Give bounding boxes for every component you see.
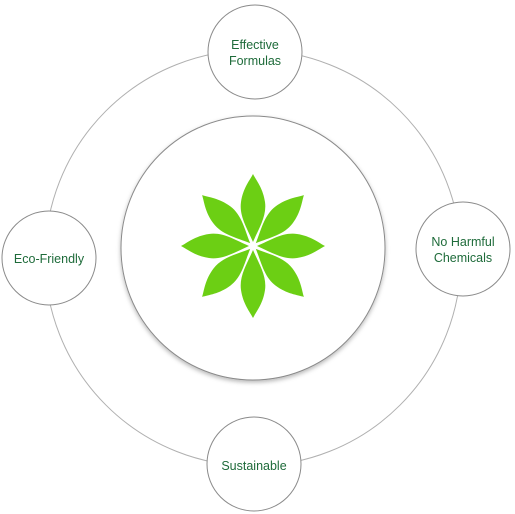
- flower-leaf-icon: [181, 174, 325, 318]
- node-circle: [1, 210, 97, 306]
- leaf-gap: [246, 232, 254, 247]
- leaf-gap: [239, 245, 254, 253]
- leaf-petal: [240, 250, 266, 318]
- node-effective-formulas[interactable]: Effective Formulas: [207, 4, 303, 100]
- node-no-harmful-chemicals[interactable]: No Harmful Chemicals: [415, 201, 511, 297]
- leaf-petal: [181, 233, 249, 259]
- node-circle: [207, 4, 303, 100]
- leaf-gap: [252, 239, 267, 247]
- node-label-line-1: Eco-Friendly: [14, 252, 85, 266]
- node-label-line-1: No Harmful: [431, 235, 494, 249]
- node-eco-friendly[interactable]: Eco-Friendly: [1, 210, 97, 306]
- leaf-gap: [252, 232, 260, 247]
- leaf-petal: [255, 195, 304, 244]
- node-sustainable[interactable]: Sustainable: [206, 416, 302, 512]
- leaf-gap: [239, 239, 254, 247]
- node-circle: [415, 201, 511, 297]
- leaf-gap: [252, 245, 260, 260]
- node-label-line-2: Chemicals: [434, 251, 492, 265]
- node-label-line-1: Sustainable: [221, 459, 286, 473]
- leaf-gap: [246, 245, 254, 260]
- node-label-line-1: Effective: [231, 38, 279, 52]
- leaf-gap: [252, 245, 267, 253]
- leaf-petal: [255, 248, 304, 297]
- node-label-line-2: Formulas: [229, 54, 281, 68]
- leaf-petal: [257, 233, 325, 259]
- leaf-petal: [240, 174, 266, 242]
- leaf-petal: [202, 195, 251, 244]
- node-circle: [206, 416, 302, 512]
- leaf-petal: [202, 248, 251, 297]
